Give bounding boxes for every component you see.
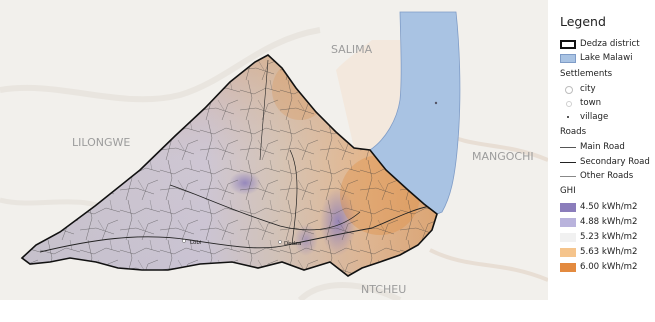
legend-item-other-roads[interactable]: Other Roads <box>560 171 655 183</box>
polygon-fill-icon <box>560 54 576 63</box>
label-mangochi: MANGOCHI <box>472 150 534 163</box>
town-circle-icon <box>566 101 572 107</box>
label-salima: SALIMA <box>331 43 373 56</box>
lake-marker <box>434 101 438 105</box>
legend-item-ghi-3[interactable]: 5.23 kWh/m2 <box>560 232 655 244</box>
other-road-line-icon <box>560 176 576 177</box>
legend-item-main-road[interactable]: Main Road <box>560 142 655 154</box>
label-ntcheu: NTCHEU <box>361 283 406 296</box>
secondary-road-line-icon <box>560 162 576 163</box>
label-dedza: Dedza <box>284 241 301 247</box>
label-lobi: Lobi <box>190 240 202 246</box>
legend-item-lake-malawi[interactable]: Lake Malawi <box>560 53 655 65</box>
dedza-district-boundary[interactable] <box>20 54 438 277</box>
legend-title: Legend <box>560 14 606 29</box>
town-marker-dedza <box>278 240 282 244</box>
legend-item-city[interactable]: city <box>560 84 655 96</box>
map-canvas[interactable]: SALIMA LILONGWE MANGOCHI NTCHEU Lobi Ded… <box>0 0 548 300</box>
legend-heading-ghi: GHI <box>560 186 576 196</box>
legend-panel: Legend Dedza district Lake Malawi Settle… <box>552 0 655 322</box>
legend-item-dedza-district[interactable]: Dedza district <box>560 39 655 51</box>
legend-item-ghi-1[interactable]: 4.50 kWh/m2 <box>560 202 655 214</box>
main-road-line-icon <box>560 147 576 148</box>
legend-item-ghi-5[interactable]: 6.00 kWh/m2 <box>560 262 655 274</box>
legend-heading-roads: Roads <box>560 127 587 137</box>
lake-malawi[interactable] <box>369 11 461 215</box>
legend-heading-settlements: Settlements <box>560 69 613 79</box>
village-dot-icon <box>567 116 569 118</box>
polygon-outline-icon <box>560 40 576 49</box>
legend-item-village[interactable]: village <box>560 112 655 124</box>
city-circle-icon <box>565 86 573 94</box>
ghi-swatch-icon <box>560 218 576 227</box>
town-marker-lobi <box>182 239 186 243</box>
ghi-swatch-icon <box>560 248 576 257</box>
ghi-swatch-icon <box>560 263 576 272</box>
ghi-swatch-icon <box>560 233 576 242</box>
legend-item-ghi-2[interactable]: 4.88 kWh/m2 <box>560 217 655 229</box>
legend-item-town[interactable]: town <box>560 98 655 110</box>
ghi-swatch-icon <box>560 203 576 212</box>
label-lilongwe: LILONGWE <box>72 136 130 149</box>
legend-item-secondary-road[interactable]: Secondary Road <box>560 157 655 169</box>
legend-item-ghi-4[interactable]: 5.63 kWh/m2 <box>560 247 655 259</box>
